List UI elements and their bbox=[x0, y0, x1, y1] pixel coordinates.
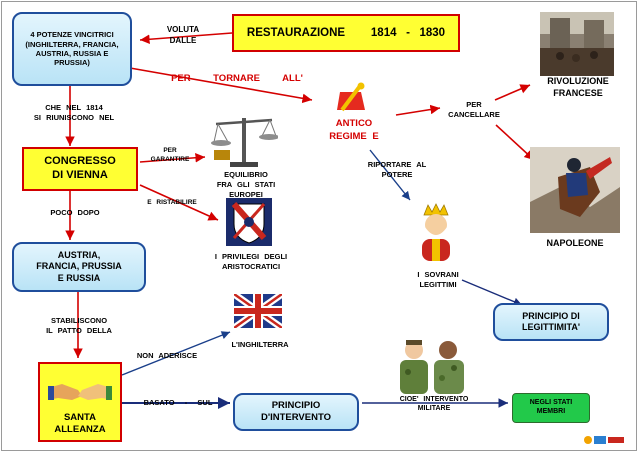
per-garantire-label: PER GARANTIRE bbox=[150, 147, 190, 163]
austria-box: AUSTRIA, FRANCIA, PRUSSIA E RUSSIA bbox=[12, 242, 146, 292]
arrow-potenze-antico bbox=[129, 67, 313, 104]
arrow-congresso-privilegi bbox=[139, 184, 219, 221]
restaurazione-years: 1814 - 1830 bbox=[370, 26, 446, 39]
napoleone-caption: NAPOLEONE bbox=[546, 238, 604, 248]
santa-alleanza-box: SANTA ALLEANZA bbox=[38, 362, 122, 442]
e-ristabilire-label: E RISTABILIRE bbox=[147, 199, 197, 206]
principio-legittimita-box: PRINCIPIO DI LEGITTIMITA' bbox=[493, 303, 609, 341]
coat-of-arms-icon bbox=[226, 198, 272, 246]
potenze-box: 4 POTENZE VINCITRICI (INGHILTERRA, FRANC… bbox=[12, 12, 132, 86]
arrow-santa-inghilterra bbox=[121, 331, 231, 376]
napoleone-painting bbox=[530, 147, 620, 233]
uk-flag-icon bbox=[234, 294, 282, 328]
voluta-dalle-label: VOLUTA DALLE bbox=[166, 25, 200, 45]
principio-intervento-text: PRINCIPIO D'INTERVENTO bbox=[260, 400, 331, 423]
arrow-antico-cancellare bbox=[395, 104, 441, 116]
privilegi-label: I PRIVILEGI DEGLI ARISTOCRATICI bbox=[214, 252, 288, 272]
equilibrio-label: EQUILIBRIO FRA GLI STATI EUROPEI bbox=[216, 170, 276, 200]
principio-legittimita-text: PRINCIPIO DI LEGITTIMITA' bbox=[522, 310, 580, 332]
negli-stati-text: NEGLI STATI MEMBRI bbox=[529, 399, 573, 415]
poco-dopo-label: POCO DOPO bbox=[50, 208, 100, 217]
congresso-text: CONGRESSO DI VIENNA bbox=[44, 155, 116, 181]
potenze-text: 4 POTENZE VINCITRICI (INGHILTERRA, FRANC… bbox=[25, 30, 119, 68]
arrow-cancellare-napoleone bbox=[495, 124, 535, 161]
congresso-box: CONGRESSO DI VIENNA bbox=[22, 147, 138, 191]
arrow-sovrani-legittimita bbox=[461, 279, 523, 306]
principio-intervento-box: PRINCIPIO D'INTERVENTO bbox=[233, 393, 359, 431]
soldiers-icon bbox=[400, 340, 464, 394]
arrow-restaurazione-potenze bbox=[139, 32, 233, 45]
santa-alleanza-text: SANTA ALLEANZA bbox=[54, 412, 106, 436]
antico-regime-label: ANTICO REGIME E bbox=[329, 118, 379, 142]
per-cancellare-label: PER CANCELLARE bbox=[448, 100, 500, 120]
rivoluzione-caption: RIVOLUZIONE FRANCESE bbox=[547, 76, 609, 98]
arrow-cancellare-rivoluzione bbox=[494, 84, 531, 101]
restaurazione-box: RESTAURAZIONE 1814 - 1830 bbox=[232, 14, 460, 52]
per-tornare-label: PER TORNARE ALL' bbox=[171, 73, 303, 84]
arrow-antico-sovrani bbox=[369, 149, 411, 201]
rivoluzione-painting bbox=[540, 12, 614, 76]
non-aderisce-label: NON ADERISCE bbox=[136, 351, 198, 360]
king-icon bbox=[422, 203, 450, 261]
basato-sul-label: BASATO - SUL bbox=[143, 398, 213, 407]
stabiliscono-label: STABILISCONO IL PATTO DELLA bbox=[46, 316, 112, 336]
scales-icon bbox=[211, 118, 278, 167]
austria-text: AUSTRIA, FRANCIA, PRUSSIA E RUSSIA bbox=[36, 250, 122, 283]
crown-scepter-icon bbox=[334, 82, 368, 116]
che-nel-label: CHE NEL 1814 SI RIUNISCONO NEL bbox=[33, 103, 115, 123]
negli-stati-box: NEGLI STATI MEMBRI bbox=[512, 393, 590, 423]
sovrani-label: I SOVRANI LEGITTIMI bbox=[417, 270, 459, 290]
handshake-icon bbox=[48, 384, 112, 401]
restaurazione-title: RESTAURAZIONE bbox=[246, 26, 346, 39]
cioe-label: CIOE' INTERVENTO MILITARE bbox=[399, 396, 469, 413]
logo-icon bbox=[584, 436, 624, 444]
inghilterra-label: L'INGHILTERRA bbox=[231, 340, 289, 349]
arrow-congresso-equilibrio bbox=[139, 152, 206, 163]
riportare-label: RIPORTARE AL POTERE bbox=[367, 160, 427, 180]
